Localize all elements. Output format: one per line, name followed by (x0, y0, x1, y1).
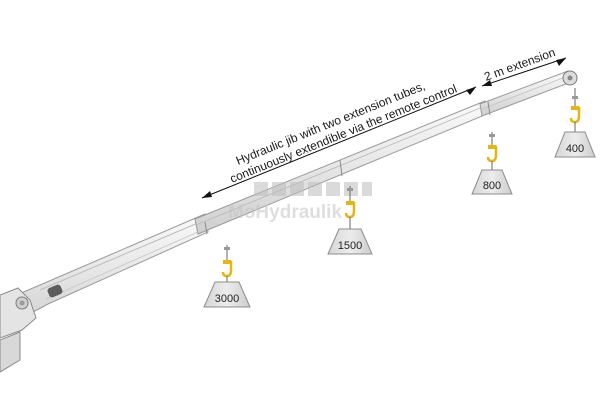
load-hook-1500: 1500 (327, 186, 373, 255)
weight-label-3000: 3000 (215, 293, 239, 305)
weight-block-3000 (203, 281, 251, 308)
extension-dimension-arrow (481, 57, 567, 87)
weight-block-400 (554, 131, 596, 158)
weight-label-800: 800 (483, 180, 501, 192)
weight-label-1500: 1500 (338, 240, 362, 252)
boom-pivot-mount (0, 284, 63, 373)
weight-block-800 (471, 169, 513, 195)
boom-tip-sheave (562, 70, 578, 86)
watermark-logo: MoHydraulik (228, 182, 372, 223)
load-hook-400: 400 (554, 88, 596, 158)
jib-annotation-line-1: Hydraulic jib with two extension tubes, (234, 79, 427, 168)
weight-block-1500 (327, 228, 373, 255)
weight-label-400: 400 (566, 143, 584, 155)
boom-base-section (0, 213, 209, 331)
jib-dimension-arrow (201, 86, 477, 199)
load-hook-3000: 3000 (203, 245, 251, 308)
load-hook-800: 800 (471, 132, 513, 195)
watermark-text: MoHydraulik (228, 202, 342, 223)
